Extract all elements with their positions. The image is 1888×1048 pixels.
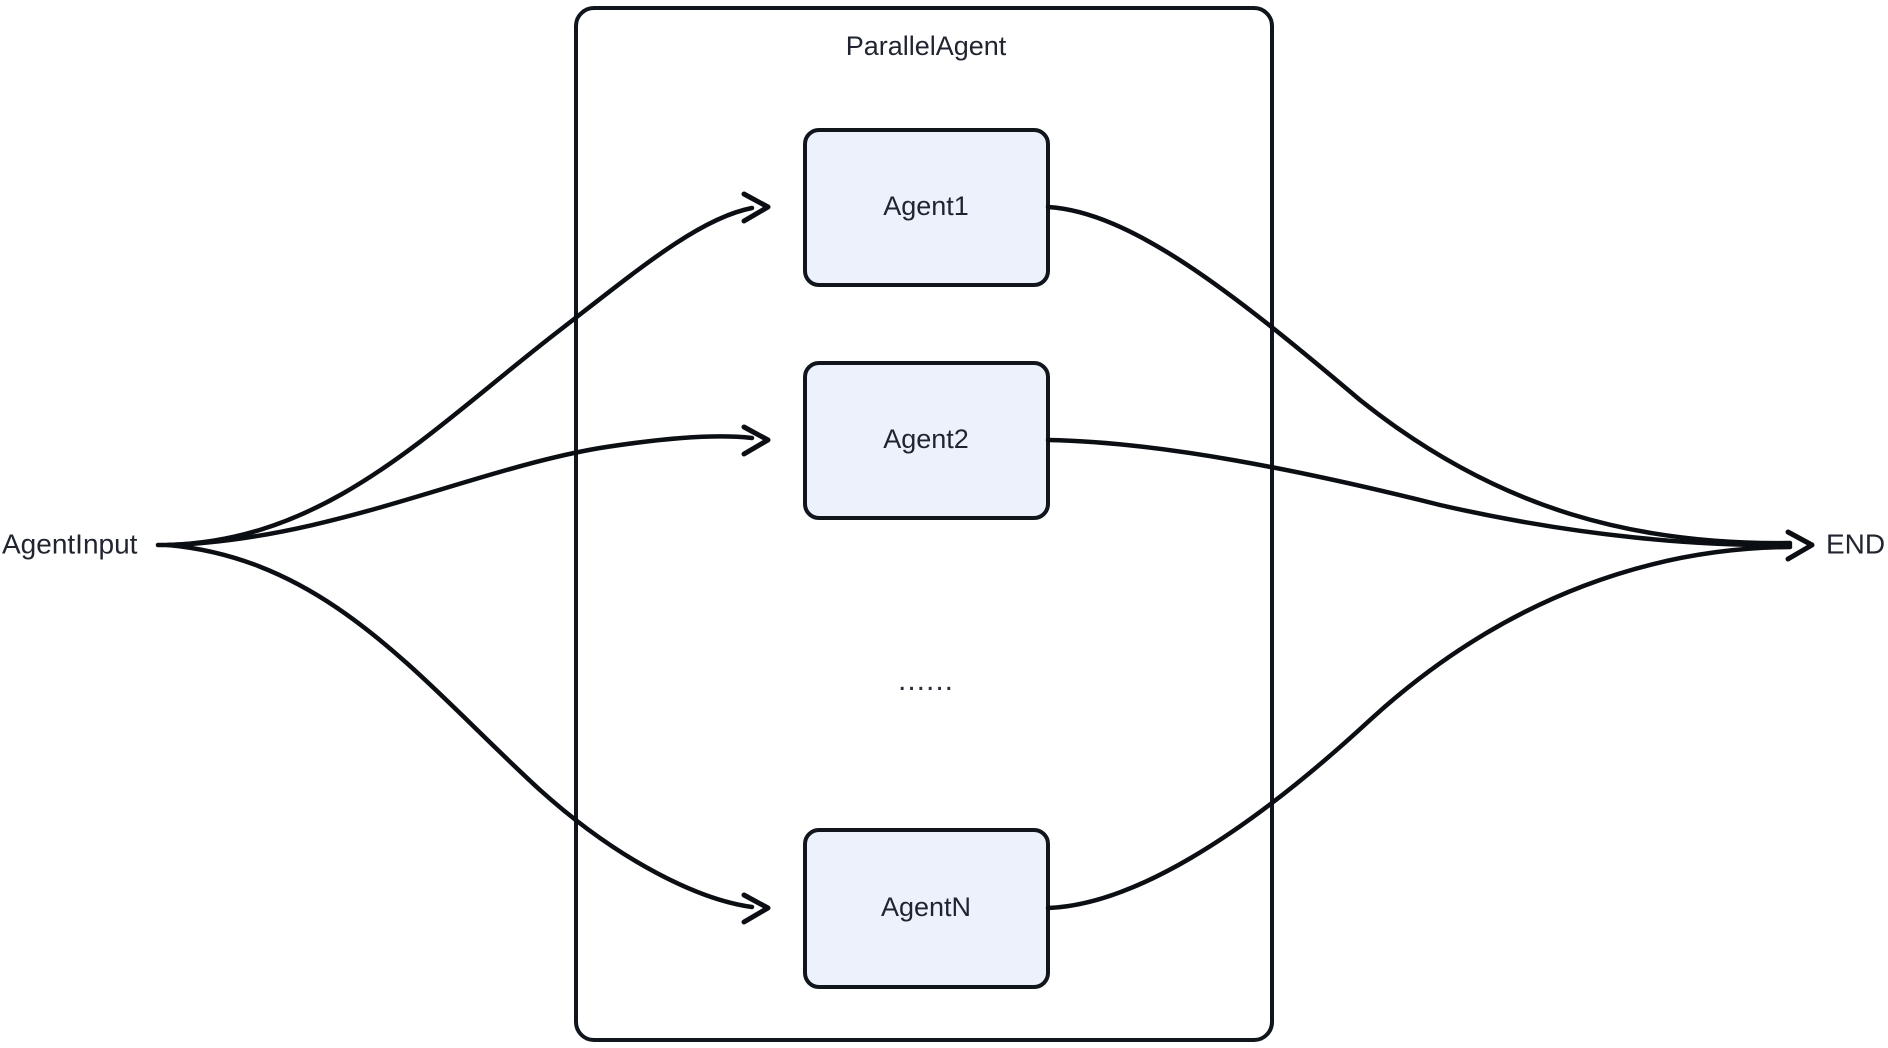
parallel-agent-group-box	[574, 6, 1274, 1042]
parallel-agent-group-title: ParallelAgent	[846, 31, 1007, 61]
arrowhead-agentn-in	[741, 892, 771, 925]
agent2-label: Agent2	[883, 424, 969, 454]
edge-agentinput-to-agentn	[165, 542, 755, 910]
ellipsis-label: ......	[898, 664, 954, 697]
edge-agentn-to-end	[1045, 544, 1793, 911]
end-node-label: END	[1826, 528, 1885, 559]
agent-node-agent1[interactable]: Agent1	[803, 128, 1050, 287]
edge-agent2-to-end	[1045, 437, 1793, 548]
agent1-label: Agent1	[883, 191, 969, 221]
arrowhead-end-in	[1785, 529, 1815, 562]
agent-node-agent2[interactable]: Agent2	[803, 361, 1050, 520]
agent-node-agentn[interactable]: AgentN	[803, 828, 1050, 989]
arrowhead-agent2-in	[741, 424, 771, 457]
agent-input-label: AgentInput	[2, 528, 138, 559]
edge-agent1-to-end	[1045, 204, 1793, 546]
agentn-label: AgentN	[881, 892, 971, 922]
edge-agentinput-to-agent1	[165, 205, 755, 548]
arrowhead-agent1-in	[741, 191, 771, 224]
edge-agentinput-to-agent2	[165, 434, 755, 548]
